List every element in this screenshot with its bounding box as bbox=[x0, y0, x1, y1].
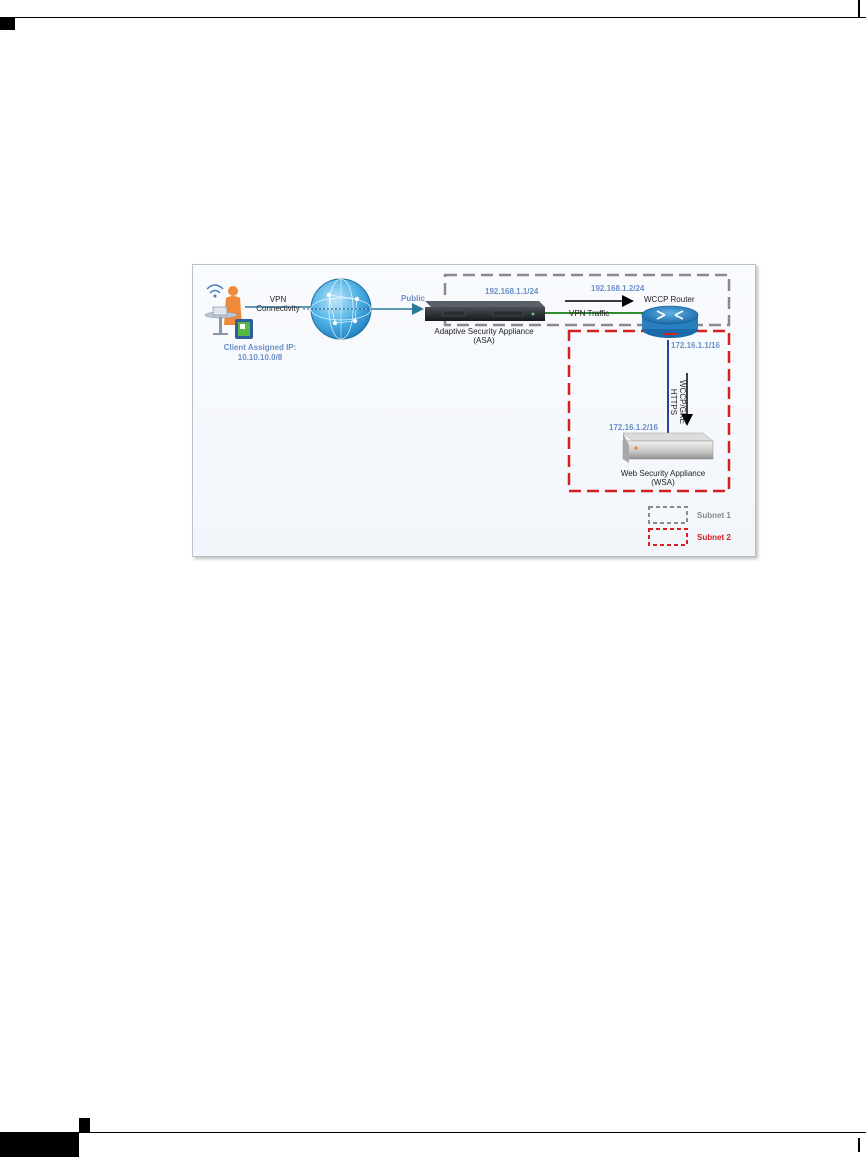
vpn-connectivity-label: VPN Connectivity bbox=[253, 295, 303, 313]
wccp-router-label: WCCP Router bbox=[644, 295, 695, 304]
asa-label: Adaptive Security Appliance (ASA) bbox=[419, 327, 549, 345]
asa-appliance-icon bbox=[425, 301, 545, 321]
vpn-label-line2: Connectivity bbox=[256, 304, 300, 313]
subnet1-boundary bbox=[443, 273, 731, 327]
router-ip-label: 192.168.1.2/24 bbox=[591, 284, 645, 293]
bottom-left-block bbox=[0, 1133, 79, 1157]
wccp-gre-https-label: WCCP/GRE HTTPS bbox=[669, 372, 687, 432]
network-diagram: VPN Connectivity Client Assigned IP: 10.… bbox=[192, 264, 756, 557]
wsa-label-line1: Web Security Appliance bbox=[620, 469, 706, 478]
wsa-ip-label: 172.16.1.2/16 bbox=[609, 423, 658, 432]
vpn-traffic-label: VPN Traffic bbox=[569, 309, 610, 318]
wsa-label: Web Security Appliance (WSA) bbox=[603, 469, 723, 487]
bottom-right-tick bbox=[858, 1138, 860, 1152]
legend-subnet2-label: Subnet 2 bbox=[697, 533, 731, 542]
asa-label-line1: Adaptive Security Appliance bbox=[434, 327, 534, 336]
top-rule bbox=[0, 17, 866, 18]
bottom-rule bbox=[0, 1132, 866, 1133]
client-ip-line2: 10.10.10.0/8 bbox=[237, 353, 283, 362]
asa-label-line2: (ASA) bbox=[473, 336, 495, 345]
subnet2-boundary bbox=[567, 329, 731, 493]
router-subnet2-ip-label: 172.16.1.1/16 bbox=[671, 341, 720, 350]
asa-ip-label: 192.168.1.1/24 bbox=[485, 287, 539, 296]
bottom-small-block bbox=[79, 1118, 90, 1132]
vpn-client-user-icon bbox=[204, 284, 253, 339]
wsa-label-line2: (WSA) bbox=[651, 478, 675, 487]
top-corner-block bbox=[0, 18, 15, 30]
public-label: Public bbox=[401, 294, 426, 303]
wsa-appliance-icon bbox=[622, 432, 714, 463]
client-ip-line1: Client Assigned IP: bbox=[223, 343, 297, 352]
diagram-graphics bbox=[204, 273, 731, 546]
vpn-label-line1: VPN bbox=[269, 295, 287, 304]
client-assigned-ip-label: Client Assigned IP: 10.10.10.0/8 bbox=[205, 343, 315, 363]
legend-subnet2-swatch bbox=[648, 528, 688, 546]
legend-subnet1-label: Subnet 1 bbox=[697, 511, 731, 520]
wccp-router-icon bbox=[641, 305, 699, 338]
top-right-tick bbox=[858, 0, 860, 17]
wccp-label-line2: HTTPS bbox=[669, 388, 678, 416]
legend-subnet1-swatch bbox=[648, 506, 688, 524]
wccp-label-line1: WCCP/GRE bbox=[678, 380, 687, 424]
